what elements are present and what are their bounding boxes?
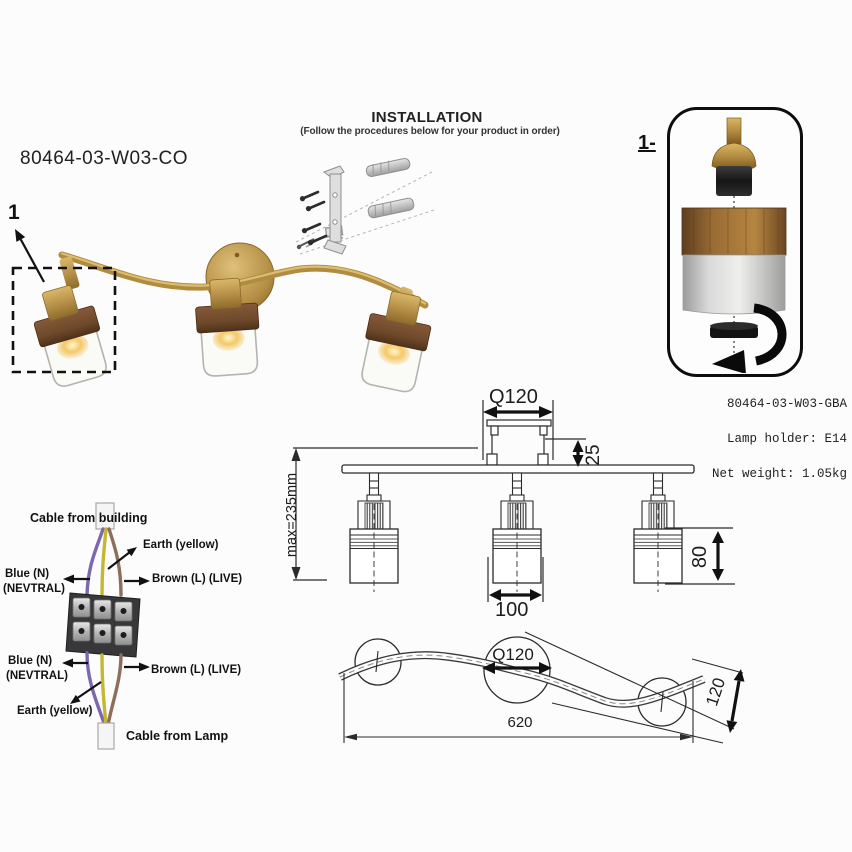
screws	[299, 190, 328, 246]
dim-top-center-diameter: Q120	[492, 645, 534, 664]
top-circle-center	[483, 636, 551, 704]
rotation-arrow	[712, 303, 787, 374]
detail-code: 80464-03-W03-GBA	[726, 396, 847, 411]
dim-canopy-height: 25	[583, 444, 604, 466]
mounting-bracket	[322, 165, 347, 255]
installation-subtitle: (Follow the procedures below for your pr…	[300, 126, 560, 137]
dim-80-arrow	[712, 531, 724, 581]
terminal-block	[65, 592, 141, 658]
wire-blue-top	[85, 527, 105, 597]
dim-100-arrow	[489, 589, 542, 601]
left-circle-tick	[375, 650, 379, 673]
top-dimension-drawing	[338, 631, 745, 744]
front-dimension-drawing	[291, 400, 735, 602]
diag-edge-top	[524, 631, 735, 730]
q120-arrow	[483, 406, 553, 418]
wavy-bar	[58, 251, 429, 309]
support-bar	[341, 464, 695, 474]
brass-cap	[711, 142, 757, 170]
detail-spec-text: 80464-03-W03-GBA Lamp holder: E14 Net we…	[677, 378, 847, 501]
label-cable-from-lamp: Cable from Lamp	[126, 729, 229, 743]
threaded-nipple	[726, 117, 742, 145]
detail-lamp-holder: Lamp holder: E14	[726, 431, 847, 446]
dim-shade-width: 100	[495, 599, 529, 621]
wood-ring	[681, 207, 787, 256]
mounting-hardware-diagram	[295, 157, 435, 255]
top-circle-left	[354, 638, 402, 686]
dim-120-arrow	[726, 669, 745, 733]
wall-anchors	[365, 157, 415, 219]
lamp-socket	[716, 166, 752, 196]
dim-canopy-diameter: Q120	[489, 386, 538, 408]
label-earth-bottom: Earth (yellow)	[17, 705, 93, 717]
top-wavy-bar	[338, 651, 706, 708]
diag-edge-bottom	[551, 702, 724, 744]
label-brown-top: Brown (L) (LIVE)	[152, 573, 243, 585]
label-earth-top: Earth (yellow)	[143, 539, 219, 551]
label-cable-from-building: Cable from building	[30, 511, 148, 525]
label-blue-bottom-line2: (NEVTRAL)	[6, 670, 68, 682]
lamp1-stem	[59, 256, 80, 290]
product-code: 80464-03-W03-CO	[20, 148, 189, 169]
glass-shade	[682, 254, 786, 315]
detail-net-weight: Net weight: 1.05kg	[711, 466, 847, 481]
front-lamp-right	[633, 472, 683, 593]
lamp-detail-box	[667, 107, 803, 377]
wire-yellow-bottom	[100, 653, 108, 727]
canopy-front	[486, 419, 552, 466]
callout-arrow	[15, 229, 45, 283]
dim-25-arrow	[572, 440, 584, 467]
front-lamp-left	[349, 472, 399, 593]
wire-yellow-top	[100, 527, 108, 597]
arrow-earth-top	[107, 551, 131, 570]
detail-step-number: 1-	[638, 132, 656, 154]
q120-top-arrow	[482, 662, 552, 674]
dim-max-height: max=235mm	[284, 472, 300, 558]
canopy-screw	[234, 252, 240, 258]
dim-shade-height: 80	[689, 545, 711, 569]
lamp-detail-diagram	[681, 117, 787, 374]
bar-highlight	[60, 252, 427, 305]
label-brown-bottom: Brown (L) (LIVE)	[151, 664, 242, 676]
max-height-arrows	[291, 448, 301, 580]
photo-step-number: 1	[8, 201, 20, 224]
installation-title: INSTALLATION	[371, 109, 483, 126]
callout-dashed-box	[11, 266, 117, 374]
dim-bar-length: 620	[507, 714, 533, 731]
wire-brown-bottom	[106, 653, 123, 727]
dim-620-arrowheads	[344, 733, 693, 741]
guide-lines	[295, 171, 435, 255]
retaining-ring	[710, 322, 758, 338]
label-blue-top-line2: (NEVTRAL)	[3, 583, 65, 595]
connector-bottom	[97, 722, 115, 750]
front-lamp-center	[492, 472, 542, 593]
wire-brown-top	[107, 527, 123, 597]
diag-ext-right	[691, 658, 744, 674]
fixture-photo	[11, 225, 438, 396]
label-blue-bottom-line1: Blue (N)	[8, 655, 53, 667]
wiring-diagram	[62, 502, 150, 750]
label-blue-top-line1: Blue (N)	[5, 568, 50, 580]
wire-blue-bottom	[85, 651, 106, 725]
lamp-1	[25, 279, 114, 391]
arrow-earth-bottom	[75, 681, 102, 700]
